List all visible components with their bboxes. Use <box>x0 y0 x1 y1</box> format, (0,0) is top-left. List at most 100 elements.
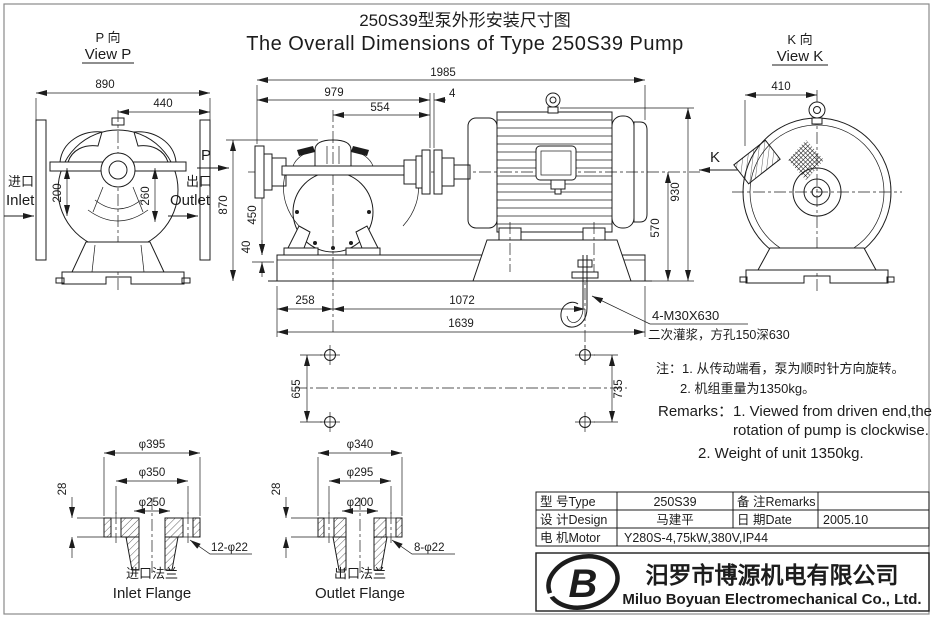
inlet-flange-label-zh: 进口法兰 <box>126 566 178 581</box>
motor-pedestal <box>472 239 632 282</box>
drawing-title-en: The Overall Dimensions of Type 250S39 Pu… <box>246 33 684 55</box>
note-zh-1: 注：1. 从传动端看，泵为顺时针方向旋转。 <box>656 361 904 376</box>
coupling-pump-half <box>421 149 431 195</box>
fan-cowl <box>633 121 648 223</box>
inlet-dim-od: φ395 <box>139 439 166 451</box>
inlet-flange-section <box>103 512 201 571</box>
company-name-zh: 汨罗市博源机电有限公司 <box>646 562 899 588</box>
view-p-outlet-flange-plate <box>199 119 211 261</box>
design-value: 马建平 <box>656 513 694 527</box>
direction-p-label: P <box>201 147 211 164</box>
note-en-2: rotation of pump is clockwise. <box>733 422 929 439</box>
dim-410: 410 <box>771 81 790 93</box>
dim-40: 40 <box>241 241 253 254</box>
notes: 4-M30X630 二次灌浆，方孔150深630 注：1. 从传动端看，泵为顺时… <box>591 295 932 462</box>
page-border <box>3 3 930 615</box>
grout-note: 二次灌浆，方孔150深630 <box>648 327 790 342</box>
company-logo: B <box>544 554 620 610</box>
dim-1639: 1639 <box>448 318 474 330</box>
view-k-label-zh: K 向 <box>787 32 812 47</box>
dim-890: 890 <box>95 79 114 91</box>
dim-440: 440 <box>153 98 172 110</box>
dim-1072: 1072 <box>449 295 475 307</box>
inlet-label-zh: 进口 <box>8 174 34 189</box>
dim-200: 200 <box>52 183 64 202</box>
outlet-flange-label-zh: 出口法兰 <box>334 566 386 581</box>
company-block: B 汨罗市博源机电有限公司 Miluo Boyuan Electromechan… <box>535 552 930 612</box>
outlet-dim-bcd: φ295 <box>347 467 374 479</box>
outlet-holes-leader <box>391 539 455 555</box>
dim-930: 930 <box>670 182 682 201</box>
motor-label: 电 机Motor <box>540 531 600 545</box>
inlet-label-en: Inlet <box>6 192 35 209</box>
view-k: K 向 View K 410 K <box>699 32 902 292</box>
type-value: 250S39 <box>653 495 696 509</box>
outlet-label-en: Outlet <box>170 192 211 209</box>
anchor-bolt-detail <box>560 255 599 328</box>
view-k-eyebolt <box>808 101 826 119</box>
inlet-dim-bcd: φ350 <box>139 467 166 479</box>
view-p: P 向 View P 890 440 200 260 <box>4 30 229 292</box>
dim-554: 554 <box>370 102 390 114</box>
coupling-motor-half <box>433 149 443 195</box>
direction-k-label: K <box>710 149 720 166</box>
outlet-dim-thickness: 28 <box>271 483 283 496</box>
date-label: 日 期Date <box>737 513 792 527</box>
inlet-dim-thickness: 28 <box>57 483 69 496</box>
view-p-label-zh: P 向 <box>95 30 120 45</box>
pump-side-view <box>254 139 471 256</box>
remarks-label: 备 注Remarks <box>737 494 815 509</box>
split-case-flange <box>281 165 421 176</box>
inlet-flange-view: φ395 φ350 φ250 28 12-φ22 进口法兰 Inlet Flan… <box>57 439 252 602</box>
view-p-pedestal <box>71 241 165 273</box>
date-value: 2005.10 <box>823 513 868 527</box>
inlet-dim-bore: φ250 <box>139 497 166 509</box>
motor-side-view <box>467 92 648 282</box>
motor-shaft <box>453 164 471 180</box>
outlet-flange-label-en: Outlet Flange <box>315 585 405 602</box>
view-k-pedestal <box>757 247 877 271</box>
view-k-baseplate <box>745 269 889 284</box>
outlet-dim-od: φ340 <box>347 439 374 451</box>
title-block: 型 号Type 250S39 备 注Remarks 设 计Design 马建平 … <box>535 491 930 547</box>
note-zh-2: 2. 机组重量为1350kg。 <box>680 381 815 396</box>
dim-870: 870 <box>218 195 230 214</box>
motor-value: Y280S-4,75kW,380V,IP44 <box>624 531 768 545</box>
drawing-title: 250S39型泵外形安装尺寸图 The Overall Dimensions o… <box>246 11 684 55</box>
outlet-flange-view: φ340 φ295 φ200 28 8-φ22 出口法兰 Outlet Flan… <box>271 439 455 602</box>
dim-1985: 1985 <box>430 67 456 79</box>
dim-979: 979 <box>324 87 343 99</box>
dim-260: 260 <box>140 186 152 205</box>
logo-glyph: B <box>569 562 598 606</box>
view-p-baseplate <box>61 271 185 285</box>
design-label: 设 计Design <box>540 512 607 527</box>
note-en-1: Remarks：1. Viewed from driven end,the <box>658 403 932 420</box>
motor-eyebolt <box>545 92 561 108</box>
outlet-dim-bore: φ200 <box>347 497 374 509</box>
type-label: 型 号Type <box>540 495 596 509</box>
view-p-inlet-flange-plate <box>35 119 47 261</box>
view-p-label-en: View P <box>85 46 131 63</box>
outlet-holes: 8-φ22 <box>414 542 444 554</box>
dim-258: 258 <box>295 295 314 307</box>
vent-grille-patch <box>788 140 824 180</box>
drawing-title-zh: 250S39型泵外形安装尺寸图 <box>359 11 571 30</box>
dim-4: 4 <box>449 88 456 100</box>
dim-735: 735 <box>613 379 625 398</box>
main-view: 1985 979 4 554 870 450 40 <box>218 67 700 360</box>
gland <box>403 159 417 185</box>
note-en-3: 2. Weight of unit 1350kg. <box>698 445 864 462</box>
inlet-holes-leader <box>189 539 252 555</box>
inlet-holes: 12-φ22 <box>211 542 248 554</box>
inlet-flange-label-en: Inlet Flange <box>113 585 191 602</box>
dim-655: 655 <box>291 379 303 398</box>
anchor-leader <box>591 295 651 325</box>
view-k-label-en: View K <box>777 48 823 65</box>
foundation-plan: 655 735 <box>291 345 627 432</box>
anchor-bolt-spec: 4-M30X630 <box>652 308 719 323</box>
conduit-box <box>733 139 781 185</box>
dim-450: 450 <box>247 205 259 224</box>
company-name-en: Miluo Boyuan Electromechanical Co., Ltd. <box>622 591 921 608</box>
